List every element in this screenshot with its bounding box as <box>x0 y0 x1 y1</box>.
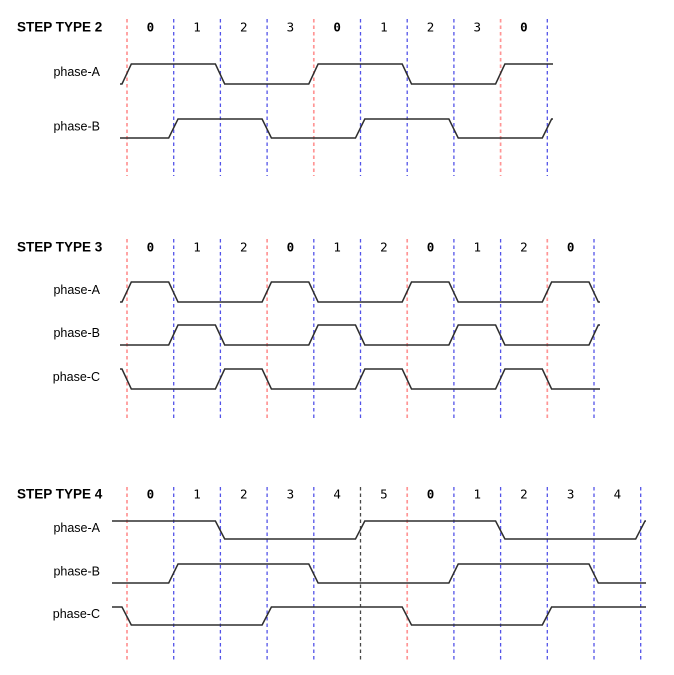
step-number: 0 <box>520 20 528 35</box>
step-number: 0 <box>427 240 435 255</box>
step-number: 1 <box>193 487 201 502</box>
waveform-phase-B <box>112 563 646 584</box>
section-title: STEP TYPE 3 <box>17 240 103 255</box>
phase-label: phase-C <box>53 370 100 384</box>
step-number: 2 <box>240 240 248 255</box>
step-number: 3 <box>287 20 295 35</box>
step-number: 0 <box>147 240 155 255</box>
waveform-phase-C <box>112 606 646 626</box>
step-number: 2 <box>520 240 528 255</box>
waveform-phase-B <box>120 324 600 346</box>
section-title: STEP TYPE 4 <box>17 487 103 502</box>
phase-label: phase-B <box>53 120 100 134</box>
step-number: 3 <box>287 487 295 502</box>
step-number: 0 <box>287 240 295 255</box>
phase-label: phase-C <box>53 607 100 621</box>
waveform-phase-A <box>120 63 553 85</box>
step-number: 5 <box>380 487 388 502</box>
waveform-phase-B <box>120 118 553 139</box>
step-number: 0 <box>567 240 575 255</box>
phase-label: phase-A <box>53 65 100 79</box>
step-number: 1 <box>333 240 341 255</box>
step-number: 1 <box>193 20 201 35</box>
step-number: 1 <box>473 487 481 502</box>
step-number: 4 <box>333 487 341 502</box>
step-number: 1 <box>473 240 481 255</box>
section-title: STEP TYPE 2 <box>17 20 102 35</box>
phase-label: phase-A <box>53 521 100 535</box>
waveform-phase-C <box>120 368 600 390</box>
step-number: 2 <box>240 487 248 502</box>
step-number: 4 <box>614 487 622 502</box>
step-number: 3 <box>473 20 481 35</box>
phase-label: phase-B <box>53 565 100 579</box>
step-number: 2 <box>427 20 435 35</box>
phase-label: phase-A <box>53 283 100 297</box>
step-number: 3 <box>567 487 575 502</box>
waveform-phase-A <box>112 520 646 540</box>
step-number: 0 <box>427 487 435 502</box>
waveform-phase-A <box>120 281 600 303</box>
step-number: 1 <box>380 20 388 35</box>
step-number: 1 <box>193 240 201 255</box>
step-number: 0 <box>147 487 155 502</box>
step-number: 2 <box>240 20 248 35</box>
step-number: 0 <box>333 20 341 35</box>
step-number: 2 <box>520 487 528 502</box>
phase-label: phase-B <box>53 326 100 340</box>
step-number: 2 <box>380 240 388 255</box>
step-number: 0 <box>147 20 155 35</box>
